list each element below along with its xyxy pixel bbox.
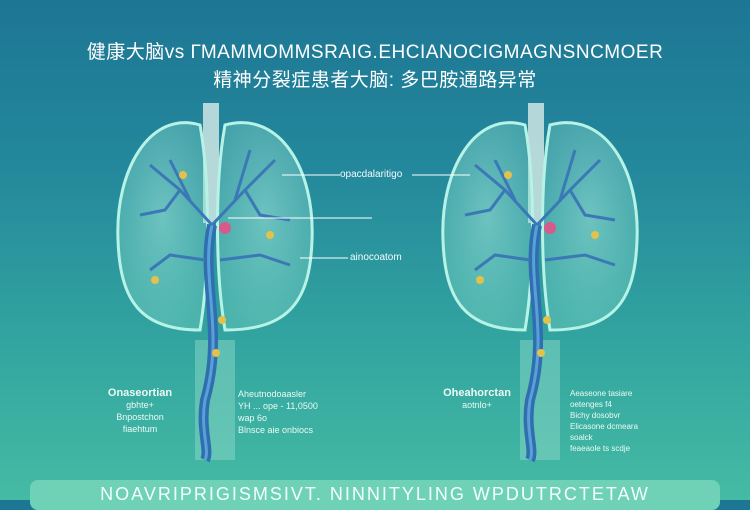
callout-lines — [228, 174, 470, 259]
left-caption: Onaseortian gbhte+ Bnpostchon fiaehtum — [100, 387, 180, 435]
right-sub-0: aotnlo+ — [462, 400, 492, 410]
right-note-2: Bichy dosobvr — [570, 411, 621, 420]
callout-lower: ainocoatom — [350, 252, 402, 263]
left-note-3: Blnsce aie onbiocs — [238, 425, 314, 435]
right-note-1: oetenges f4 — [570, 400, 612, 409]
right-heading: Oheahorctan — [443, 387, 511, 399]
bottom-banner: NOAVRIPRIGISMSIVT. NINNITYLING WPDUTRCTE… — [30, 480, 720, 510]
left-note-1: YH ... ope - 11,0500 — [238, 401, 318, 411]
left-sub-0: gbhte+ — [126, 400, 154, 410]
right-note-0: Aeaseone tasiare — [570, 389, 633, 398]
right-note-4: soalck — [570, 433, 593, 442]
callout-upper: opacdalaritigo — [340, 169, 403, 180]
left-sub-1: Bnpostchon — [116, 412, 164, 422]
banner-text: NOAVRIPRIGISMSIVT. NINNITYLING WPDUTRCTE… — [100, 484, 650, 504]
right-caption: Oheahorctan aotnlo+ — [437, 387, 517, 411]
left-note-2: wap 6o — [238, 413, 268, 423]
left-note-0: Aheutnodoaasler — [238, 389, 307, 399]
right-note-3: Elicasone dcmeara — [570, 422, 639, 431]
title-line-1: 健康大脑vs ГМAMMOMMSRAIG.EHCIANOCIGMAGNSNCMO… — [86, 42, 664, 63]
left-notes: Aheutnodoaasler YH ... ope - 11,0500 wap… — [238, 388, 348, 436]
left-sub-2: fiaehtum — [122, 424, 158, 434]
title-line-2: 精神分裂症患者大脑: 多巴胺通路异常 — [213, 70, 537, 91]
right-notes: Aeaseone tasiare oetenges f4 Bichy dosob… — [570, 388, 680, 454]
left-heading: Onaseortian — [107, 387, 173, 399]
right-note-5: feaeaole ts scdje — [570, 444, 631, 453]
